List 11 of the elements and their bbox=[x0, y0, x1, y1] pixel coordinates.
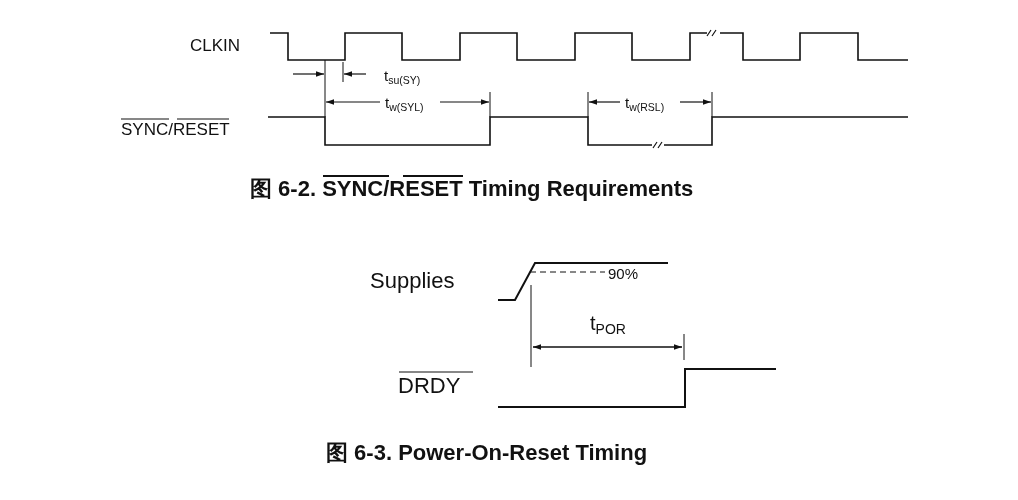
timing-label: t$_{su(SY)}$ bbox=[384, 68, 421, 86]
percent-label: 90% bbox=[608, 266, 639, 281]
timing-label: t$_{w(RSL)}$ bbox=[625, 95, 665, 113]
timing-label: t$_{w(SYL)}$ bbox=[385, 95, 424, 113]
signal-name: DRDY bbox=[398, 375, 461, 397]
signal-name: CLKIN bbox=[190, 37, 241, 54]
signal-name: SYNC/RESET bbox=[121, 121, 230, 138]
timing-label: t$_{POR}$ bbox=[590, 313, 626, 336]
figure-caption: 图 6-2. SYNC/RESET Timing Requirements bbox=[250, 178, 694, 200]
signal-name: Supplies bbox=[370, 270, 455, 292]
figure-caption: 图 6-3. Power-On-Reset Timing bbox=[326, 442, 648, 464]
